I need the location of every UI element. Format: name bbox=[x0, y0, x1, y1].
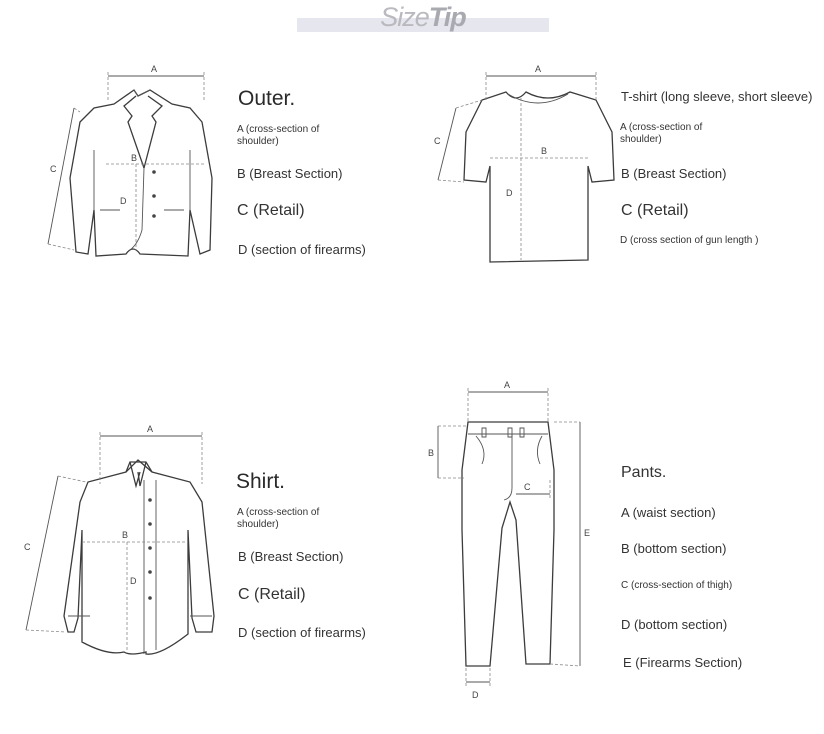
outer-marker-d: D bbox=[120, 196, 127, 206]
pants-marker-d: D bbox=[472, 690, 479, 700]
pants-label-a: A (waist section) bbox=[621, 505, 716, 520]
outer-label-a: A (cross-section of shoulder) bbox=[237, 124, 320, 147]
shirt-label-d: D (section of firearms) bbox=[238, 625, 366, 640]
tshirt-label-d: D (cross section of gun length ) bbox=[620, 235, 759, 246]
pants-label-c: C (cross-section of thigh) bbox=[621, 580, 733, 591]
tshirt-marker-c: C bbox=[434, 136, 441, 146]
outer-marker-a: A bbox=[151, 64, 157, 74]
tshirt-heading: T-shirt (long sleeve, short sleeve) bbox=[621, 89, 813, 104]
tshirt-diagram: A B C D bbox=[434, 64, 618, 270]
outer-heading: Outer. bbox=[238, 87, 296, 110]
title-underline-bar bbox=[297, 18, 549, 32]
tshirt-marker-d: D bbox=[506, 188, 513, 198]
pants-marker-c: C bbox=[524, 482, 531, 492]
title-size: Size bbox=[380, 2, 430, 32]
shirt-label-c: C (Retail) bbox=[238, 586, 306, 603]
pants-label-b: B (bottom section) bbox=[621, 541, 727, 556]
shirt-label-b: B (Breast Section) bbox=[238, 549, 344, 564]
tshirt-label-a: A (cross-section of shoulder) bbox=[620, 122, 703, 145]
pants-label-e: E (Firearms Section) bbox=[623, 655, 743, 670]
pants-marker-b: B bbox=[428, 448, 434, 458]
outer-jacket-diagram: A B C D bbox=[40, 64, 230, 260]
tshirt-label-b: B (Breast Section) bbox=[621, 166, 727, 181]
shirt-marker-a: A bbox=[147, 424, 153, 434]
outer-marker-b: B bbox=[131, 153, 137, 163]
pants-heading: Pants. bbox=[621, 464, 667, 481]
pants-label-d: D (bottom section) bbox=[621, 617, 728, 632]
shirt-marker-d: D bbox=[130, 576, 137, 586]
pants-marker-a: A bbox=[504, 380, 510, 390]
shirt-heading: Shirt. bbox=[236, 470, 286, 493]
shirt-marker-c: C bbox=[24, 542, 31, 552]
title-tip: Tip bbox=[428, 2, 467, 32]
outer-label-b: B (Breast Section) bbox=[237, 166, 343, 181]
shirt-diagram: A B C D bbox=[24, 424, 220, 660]
outer-label-c: C (Retail) bbox=[237, 202, 305, 219]
outer-marker-c: C bbox=[50, 164, 57, 174]
tshirt-marker-a: A bbox=[535, 64, 541, 74]
tshirt-label-c: C (Retail) bbox=[621, 202, 689, 219]
outer-label-d: D (section of firearms) bbox=[238, 242, 366, 257]
shirt-marker-b: B bbox=[122, 530, 128, 540]
tshirt-marker-b: B bbox=[541, 146, 547, 156]
pants-marker-e: E bbox=[584, 528, 590, 538]
size-tip-title: SizeTip bbox=[297, 2, 549, 34]
shirt-label-a: A (cross-section of shoulder) bbox=[237, 507, 320, 530]
pants-diagram: A B C D E bbox=[428, 380, 590, 700]
